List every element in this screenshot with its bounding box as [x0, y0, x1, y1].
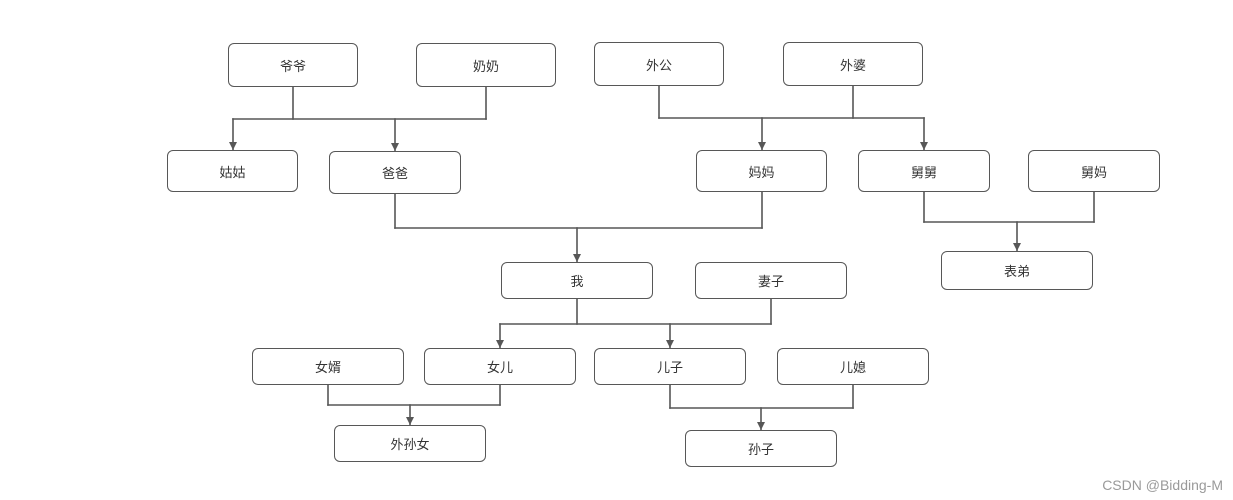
watermark-text: CSDN @Bidding-M [1102, 477, 1223, 493]
node-maternal-grandmother: 外婆 [783, 42, 923, 86]
family-connector-group [496, 298, 772, 349]
family-connector-group [923, 191, 1095, 252]
node-son-in-law: 女婿 [252, 348, 404, 385]
node-paternal-grandfather: 爷爷 [228, 43, 358, 87]
node-maternal-grandfather: 外公 [594, 42, 724, 86]
node-maternal-uncles-wife: 舅妈 [1028, 150, 1160, 192]
family-connector-group [327, 384, 501, 426]
node-wife: 妻子 [695, 262, 847, 299]
family-connector-group [229, 86, 487, 152]
node-father: 爸爸 [329, 151, 461, 194]
node-grandson: 孙子 [685, 430, 837, 467]
node-paternal-grandmother: 奶奶 [416, 43, 556, 87]
node-granddaughter: 外孙女 [334, 425, 486, 462]
node-paternal-aunt: 姑姑 [167, 150, 298, 192]
node-daughter-in-law: 儿媳 [777, 348, 929, 385]
node-cousin: 表弟 [941, 251, 1093, 290]
family-connector-group [658, 85, 928, 151]
node-daughter: 女儿 [424, 348, 576, 385]
family-connector-group [394, 191, 763, 263]
node-mother: 妈妈 [696, 150, 827, 192]
node-son: 儿子 [594, 348, 746, 385]
family-connector-group [669, 384, 854, 431]
node-maternal-uncle: 舅舅 [858, 150, 990, 192]
node-me: 我 [501, 262, 653, 299]
